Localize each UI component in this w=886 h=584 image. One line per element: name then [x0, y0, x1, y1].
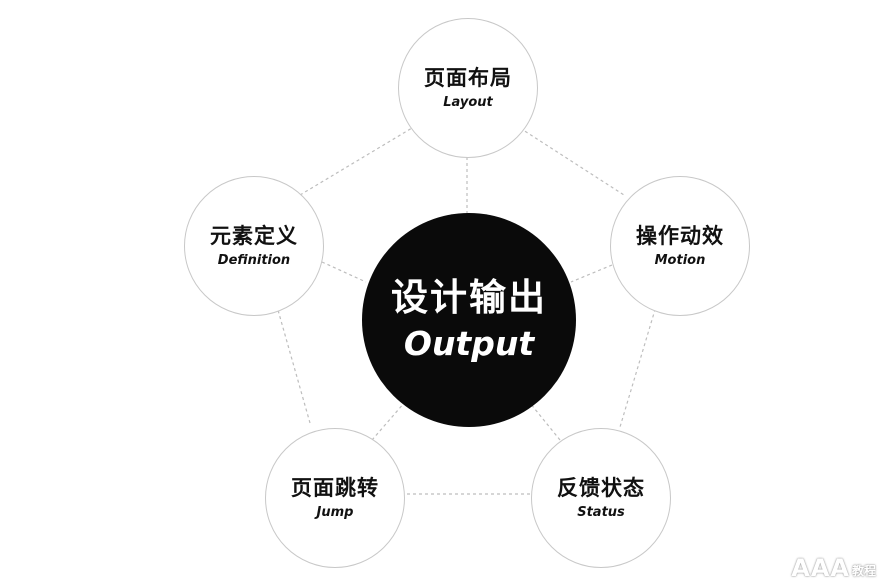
node-definition-title: 元素定义 — [210, 223, 298, 248]
node-definition-subtitle: Definition — [217, 252, 291, 268]
watermark-logo: AAA 教程 — [791, 554, 876, 582]
center-subtitle: Output — [403, 324, 535, 364]
node-layout-title: 页面布局 — [424, 65, 512, 90]
spoke-motion — [570, 264, 613, 283]
node-status-title: 反馈状态 — [557, 475, 645, 500]
node-jump-subtitle: Jump — [316, 504, 354, 520]
spoke-jump — [371, 401, 406, 441]
center-node-output: 设计输出 Output — [362, 213, 576, 427]
edge-definition-layout — [299, 127, 413, 196]
node-motion: 操作动效 Motion — [610, 176, 750, 316]
node-definition: 元素定义 Definition — [184, 176, 324, 316]
edge-jump-definition — [275, 302, 311, 424]
node-motion-title: 操作动效 — [636, 223, 724, 248]
center-title: 设计输出 — [391, 276, 547, 319]
edge-motion-status — [619, 302, 658, 428]
spoke-status — [529, 402, 561, 441]
node-jump-title: 页面跳转 — [291, 475, 379, 500]
spoke-definition — [321, 261, 367, 283]
node-layout-subtitle: Layout — [443, 94, 493, 110]
edge-layout-motion — [519, 127, 625, 196]
node-layout: 页面布局 Layout — [398, 18, 538, 158]
node-jump: 页面跳转 Jump — [265, 428, 405, 568]
watermark-sub: 教程 — [851, 564, 876, 578]
node-status-subtitle: Status — [577, 504, 625, 520]
node-status: 反馈状态 Status — [531, 428, 671, 568]
node-motion-subtitle: Motion — [654, 252, 706, 268]
watermark-main: AAA — [791, 554, 850, 582]
